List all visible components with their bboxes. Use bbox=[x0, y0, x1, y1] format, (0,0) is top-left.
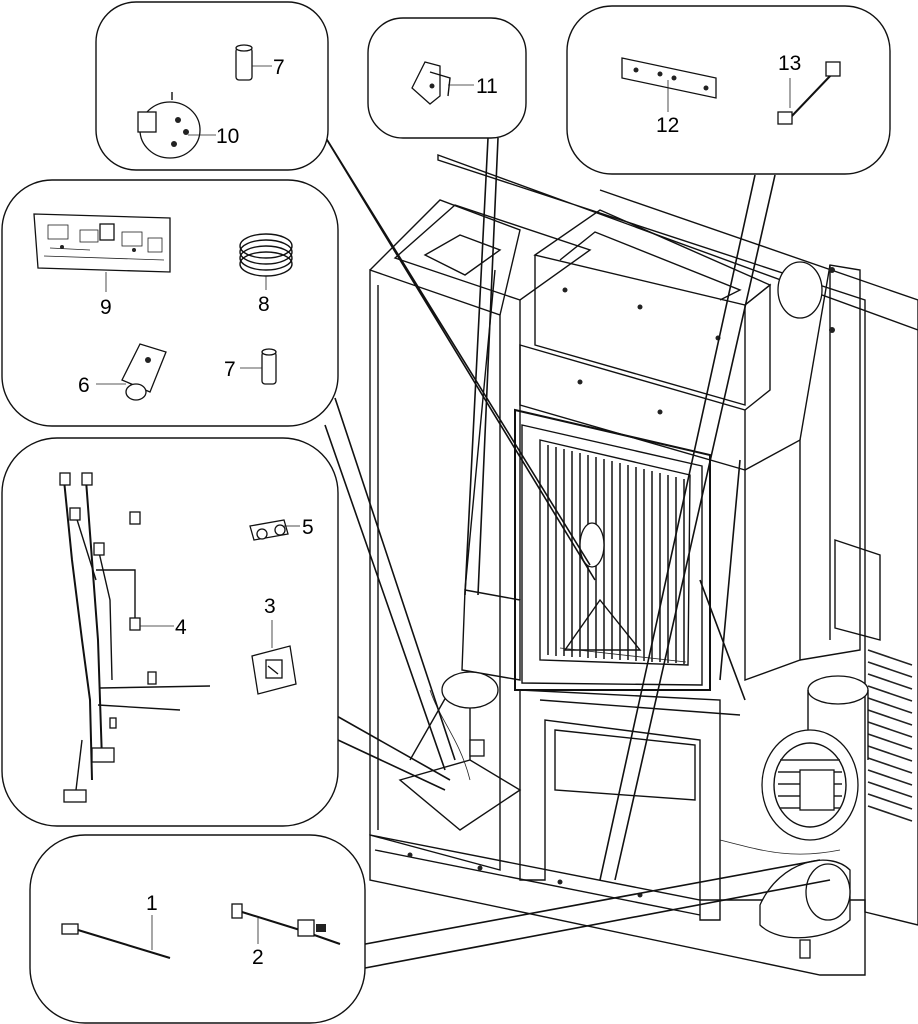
callout-group-12-13: 12 13 bbox=[566, 5, 891, 175]
part-7-spacer-lower bbox=[261, 348, 277, 385]
label-1: 1 bbox=[146, 892, 158, 915]
label-6: 6 bbox=[78, 374, 90, 397]
label-8: 8 bbox=[258, 293, 270, 316]
part-11-bracket bbox=[411, 61, 451, 105]
label-2: 2 bbox=[252, 946, 264, 969]
label-7-top: 7 bbox=[273, 56, 285, 79]
label-9: 9 bbox=[100, 296, 112, 319]
label-13: 13 bbox=[778, 52, 801, 75]
callout-group-7-10: 7 10 bbox=[95, 1, 329, 171]
part-1-temperature-probe bbox=[61, 923, 171, 959]
part-2-thermocouple bbox=[231, 903, 341, 945]
part-12-control-panel bbox=[621, 57, 717, 99]
label-11: 11 bbox=[476, 75, 498, 98]
label-4: 4 bbox=[175, 616, 187, 639]
label-7-lower: 7 bbox=[224, 358, 236, 381]
part-9-control-board bbox=[33, 213, 171, 273]
callout-group-1-2: 1 2 bbox=[29, 834, 366, 1024]
label-5: 5 bbox=[302, 516, 314, 539]
callout-group-3-5: 4 5 3 bbox=[1, 437, 339, 827]
label-12: 12 bbox=[656, 114, 679, 137]
leader-lines bbox=[317, 124, 831, 969]
rear-vent-grille bbox=[867, 649, 913, 822]
label-3: 3 bbox=[264, 595, 276, 618]
callout-group-11: 11 bbox=[367, 17, 527, 139]
callout-group-6-9: 9 8 6 7 bbox=[1, 179, 339, 427]
door-glass-window bbox=[539, 439, 691, 666]
part-3-power-switch bbox=[251, 645, 297, 695]
part-7-spacer-top bbox=[235, 44, 253, 81]
part-6-igniter-motor bbox=[121, 343, 167, 401]
stove-assembly bbox=[369, 153, 918, 976]
combustion-fan bbox=[761, 729, 859, 841]
label-10: 10 bbox=[216, 125, 239, 148]
part-13-cable bbox=[777, 61, 841, 125]
part-5-sensor bbox=[249, 519, 289, 541]
part-10-pressure-switch bbox=[137, 92, 201, 159]
part-4-wiring-harness bbox=[59, 472, 211, 803]
